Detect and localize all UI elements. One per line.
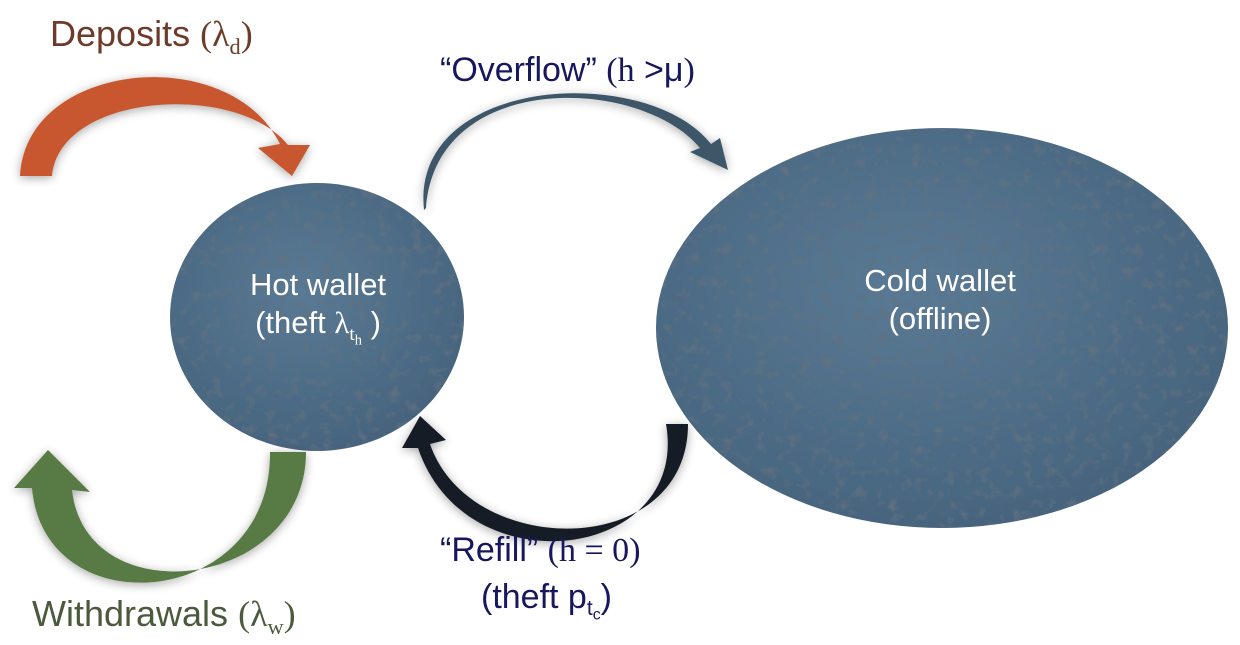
hot-wallet-title: Hot wallet xyxy=(249,267,387,302)
hot-wallet-circle xyxy=(170,183,464,451)
overflow-condition-close: ) xyxy=(683,52,695,89)
overflow-label-name: “Overflow” xyxy=(440,51,597,89)
overflow-condition-operator: > xyxy=(634,51,664,89)
deposits-label-name: Deposits xyxy=(50,13,191,54)
hot-wallet-subscript-t: t xyxy=(349,323,355,345)
overflow-condition-open: ( xyxy=(606,52,618,89)
refill-theft-text: (theft p xyxy=(481,578,587,616)
deposits-label-close: ) xyxy=(240,14,253,54)
refill-theft-label: (theft ptc) xyxy=(481,578,612,624)
cold-wallet-text: Cold wallet (offline) xyxy=(790,262,1090,338)
refill-theft-subscript: tc xyxy=(586,597,601,623)
refill-label: “Refill” (h = 0) xyxy=(440,533,641,568)
refill-condition-expression: h = 0 xyxy=(559,532,630,569)
overflow-condition-mu: μ xyxy=(663,51,684,89)
withdrawals-label-open: ( xyxy=(238,594,251,634)
withdrawals-label-name: Withdrawals xyxy=(32,593,229,634)
withdrawals-lambda-subscript: w xyxy=(267,613,284,639)
deposits-label-open: ( xyxy=(200,14,213,54)
overflow-arrow xyxy=(423,93,728,210)
cold-wallet-ellipse xyxy=(656,128,1228,528)
withdrawals-label-close: ) xyxy=(283,594,296,634)
cold-wallet-title: Cold wallet xyxy=(864,263,1016,298)
deposits-lambda-subscript: d xyxy=(229,33,241,59)
cold-wallet-subtitle: (offline) xyxy=(888,301,992,336)
withdrawals-label: Withdrawals (λw) xyxy=(32,593,296,638)
refill-theft-close: ) xyxy=(600,578,612,616)
hot-wallet-theft-open: (theft xyxy=(255,305,335,340)
withdrawals-arrow xyxy=(14,450,306,583)
withdrawals-lambda-symbol: λ xyxy=(250,594,268,634)
overflow-label: “Overflow” (h >μ) xyxy=(440,53,695,88)
refill-theft-subscript-t: t xyxy=(586,597,593,621)
refill-condition-close: ) xyxy=(629,532,641,569)
deposits-label: Deposits (λd) xyxy=(50,13,253,58)
refill-label-name: “Refill” xyxy=(440,531,539,569)
refill-arrow xyxy=(402,416,688,542)
refill-condition-open: ( xyxy=(547,532,559,569)
overflow-condition-variable: h xyxy=(617,52,635,89)
deposits-arrow xyxy=(20,77,310,176)
hot-wallet-theft-close: ) xyxy=(361,305,381,340)
hot-wallet-lambda-subscript: th xyxy=(349,323,362,349)
hot-wallet-subscript-h: h xyxy=(354,332,362,349)
deposits-lambda-symbol: λ xyxy=(212,14,230,54)
hot-wallet-text: Hot wallet (theft λth ) xyxy=(193,266,443,349)
hot-wallet-lambda-symbol: λ xyxy=(334,305,350,340)
hot-wallet-theft-rate: (theft λth ) xyxy=(193,304,443,349)
refill-theft-subscript-c: c xyxy=(592,607,601,625)
